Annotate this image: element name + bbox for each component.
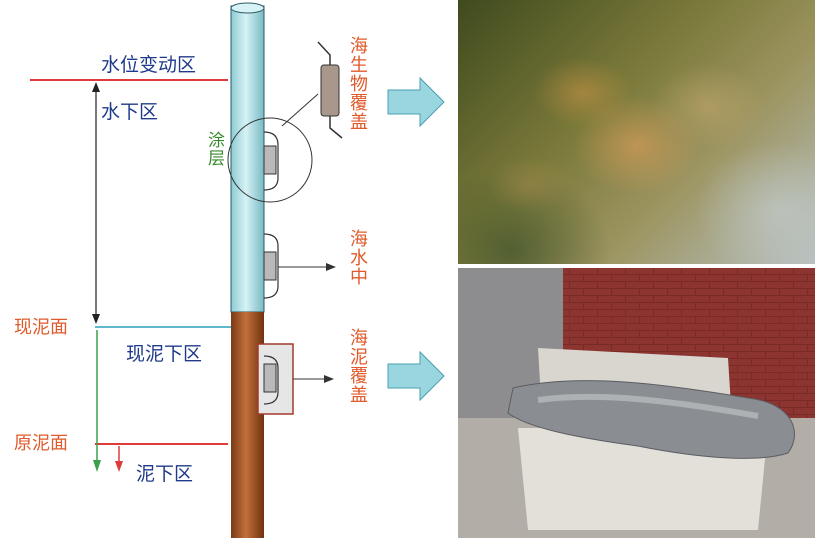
biofouling-hook-top xyxy=(317,41,331,65)
coupon-holder-3 xyxy=(263,355,279,405)
arrow-to-top-photo xyxy=(387,76,445,128)
biofouling-photo xyxy=(458,0,815,264)
below-mud-zone-label: 泥下区 xyxy=(136,463,194,485)
coupon-holder-1 xyxy=(263,131,279,191)
specimen-highlight xyxy=(537,393,759,419)
coating-label: 涂层 xyxy=(204,131,224,167)
mudline-zone-label: 现泥下区 xyxy=(126,343,203,365)
corroded-pile-specimen xyxy=(507,380,795,459)
mud-pointer-head xyxy=(324,375,334,383)
pile-schematic xyxy=(30,2,445,538)
coupon-holder-2 xyxy=(263,233,279,299)
seawater-label: 海水中 xyxy=(347,229,368,286)
splash-zone-label: 水位变动区 xyxy=(101,54,197,76)
coupon-specimen-2 xyxy=(263,251,277,281)
underwater-arrow-up xyxy=(92,82,100,92)
arrow-to-bottom-photo xyxy=(387,350,445,402)
biofouling-specimen xyxy=(320,64,340,117)
pile-top-cap xyxy=(230,2,265,14)
mud-specimen-scene xyxy=(458,268,815,538)
original-mudline-label: 原泥面 xyxy=(14,433,68,454)
biofouling-hook-bottom xyxy=(329,116,343,139)
coupon-specimen-1 xyxy=(263,145,277,175)
pile-upper-section xyxy=(230,5,265,313)
mud-specimen-photo xyxy=(458,268,815,538)
biofouling-label: 海生物覆盖 xyxy=(347,36,368,131)
biofouling-connector xyxy=(281,93,319,127)
below-mud-arrow xyxy=(115,461,123,472)
underwater-arrow-down xyxy=(92,314,100,324)
coating-circle xyxy=(227,117,313,203)
seawater-pointer-head xyxy=(326,263,336,271)
coupon-specimen-3 xyxy=(263,363,277,393)
current-mudline-label: 现泥面 xyxy=(14,317,68,338)
underwater-zone-label: 水下区 xyxy=(101,101,159,123)
mud-range-arrow xyxy=(93,460,101,472)
mud-covered-label: 海泥覆盖 xyxy=(347,328,368,404)
